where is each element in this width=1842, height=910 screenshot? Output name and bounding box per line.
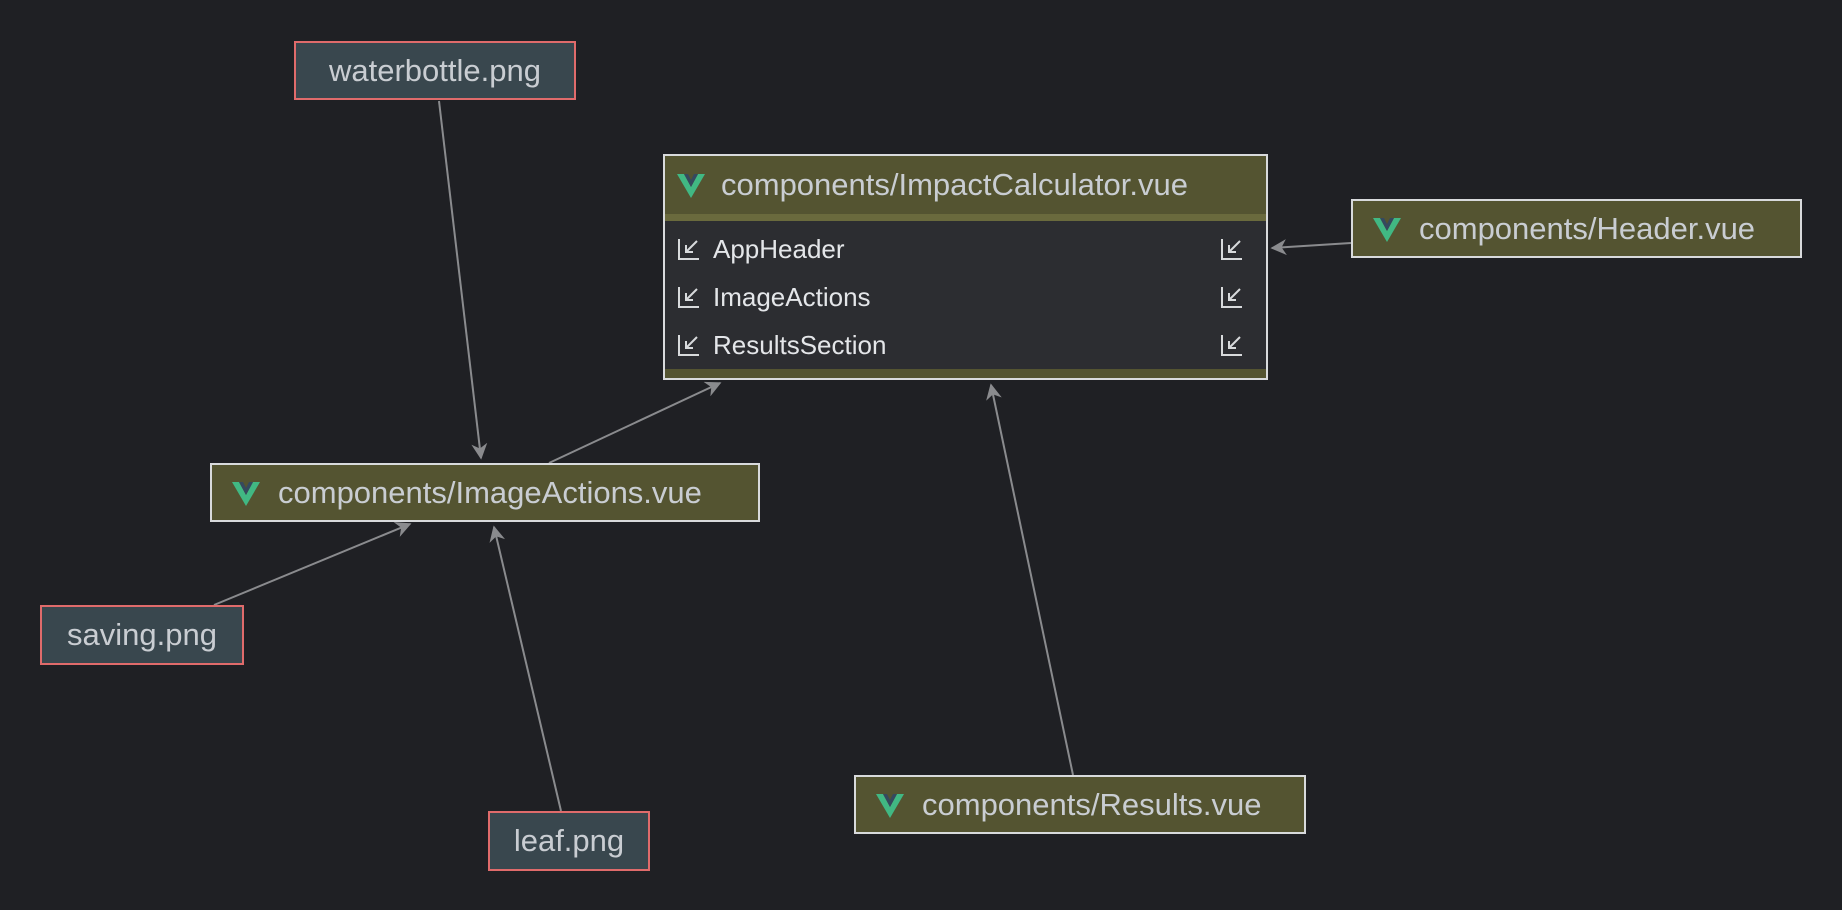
node-impactcalculator-vue[interactable]: components/ImpactCalculator.vue AppHeade… — [663, 154, 1268, 380]
node-results-vue[interactable]: components/Results.vue — [854, 775, 1306, 834]
node-label: components/ImpactCalculator.vue — [721, 167, 1188, 202]
member-imageactions[interactable]: ImageActions — [665, 273, 1266, 321]
edge-leaf-to-imageactions[interactable] — [489, 525, 562, 812]
edge-imageactions-to-impactcalculator[interactable] — [548, 381, 722, 464]
member-label: ImageActions — [713, 281, 871, 312]
import-arrow-icon — [678, 239, 699, 260]
group-footer — [665, 369, 1266, 378]
node-label: leaf.png — [513, 823, 625, 858]
edge-header-to-impactcalculator[interactable] — [1270, 239, 1352, 256]
node-label: waterbottle.png — [329, 52, 541, 88]
group-header: components/ImpactCalculator.vue — [665, 156, 1266, 221]
node-imageactions-vue[interactable]: components/ImageActions.vue — [210, 463, 760, 522]
node-label: components/ImageActions.vue — [278, 474, 702, 510]
edge-saving-to-imageactions[interactable] — [213, 522, 412, 606]
import-arrow-icon — [678, 335, 699, 356]
vue-logo-icon — [677, 174, 705, 198]
import-arrow-icon — [1221, 287, 1242, 308]
node-waterbottle-png[interactable]: waterbottle.png — [294, 41, 576, 100]
node-label: saving.png — [67, 617, 217, 652]
vue-logo-icon — [232, 481, 260, 506]
import-arrow-icon — [1221, 335, 1242, 356]
node-label: components/Results.vue — [922, 786, 1262, 822]
node-leaf-png[interactable]: leaf.png — [488, 811, 650, 871]
edge-results-to-impactcalculator[interactable] — [986, 383, 1074, 776]
node-label: components/Header.vue — [1419, 210, 1756, 246]
import-arrow-icon — [678, 287, 699, 308]
node-saving-png[interactable]: saving.png — [40, 605, 244, 665]
node-header-vue[interactable]: components/Header.vue — [1351, 199, 1802, 258]
vue-logo-icon — [876, 793, 904, 818]
vue-logo-icon — [1373, 217, 1401, 242]
member-label: ResultsSection — [713, 329, 887, 360]
import-arrow-icon — [1221, 239, 1242, 260]
edge-waterbottle-to-imageactions[interactable] — [438, 100, 488, 460]
member-appheader[interactable]: AppHeader — [665, 225, 1266, 273]
member-label: AppHeader — [713, 233, 845, 264]
member-resultssection[interactable]: ResultsSection — [665, 321, 1266, 369]
